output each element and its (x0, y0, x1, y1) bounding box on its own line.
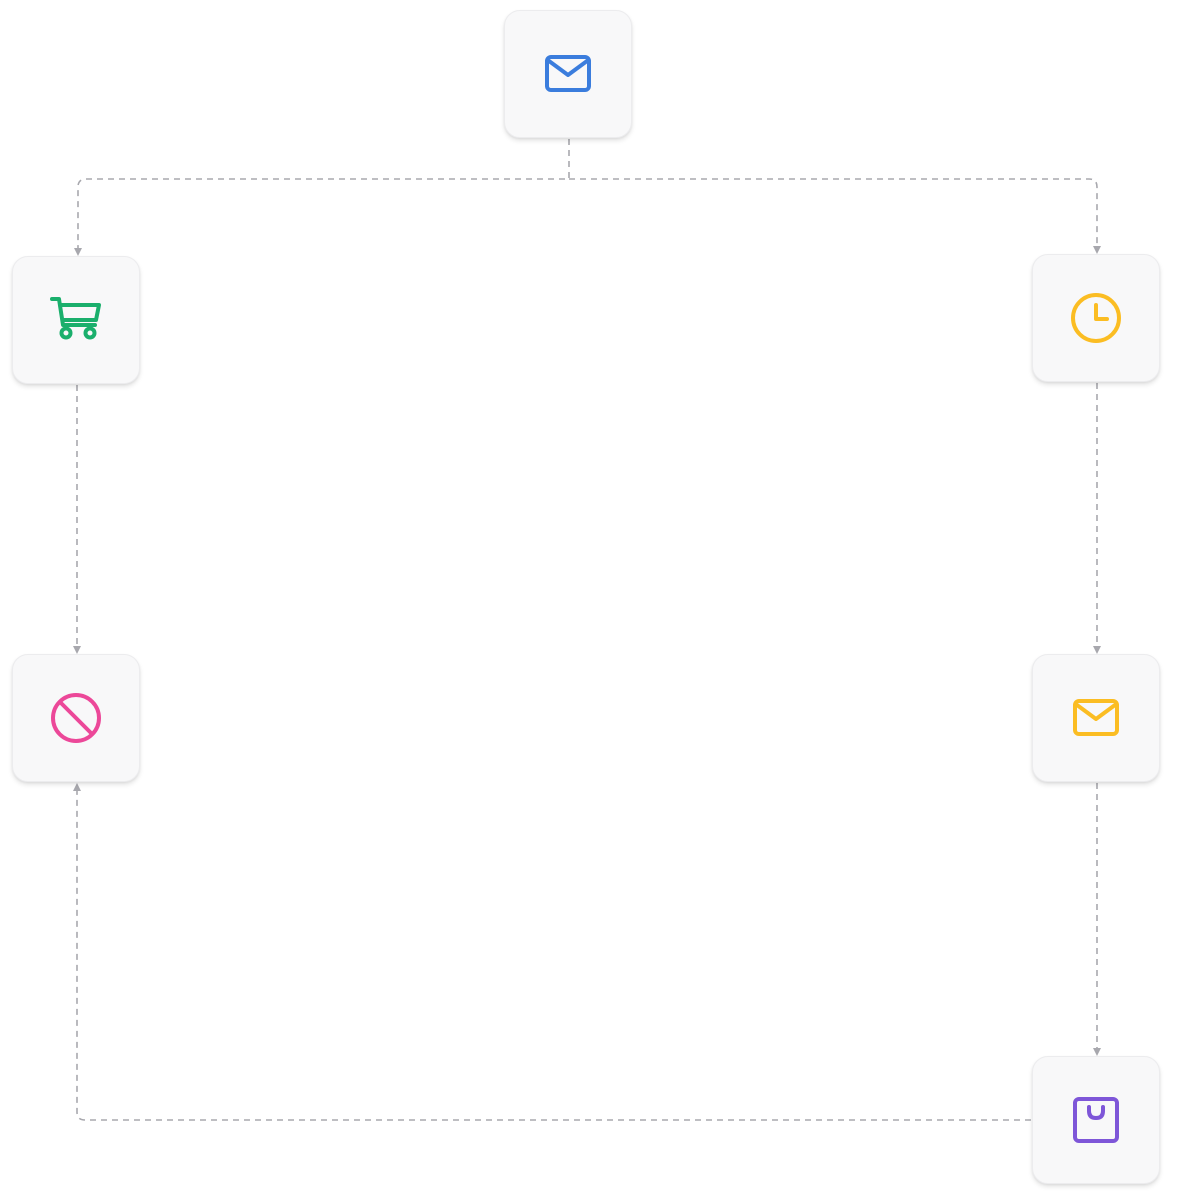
cart-node[interactable] (12, 256, 140, 384)
shopping-cart-icon (46, 290, 106, 350)
blocked-node[interactable] (12, 654, 140, 782)
mail-icon (538, 44, 598, 104)
ban-icon (46, 688, 106, 748)
shopping-bag-icon (1066, 1090, 1126, 1150)
mail-icon (1066, 688, 1126, 748)
clock-node[interactable] (1032, 254, 1160, 382)
email-node-top[interactable] (504, 10, 632, 138)
clock-icon (1066, 288, 1126, 348)
edge-email-to-cart (74, 139, 570, 256)
edge-bag-to-blocked (73, 783, 1031, 1121)
email-node-right[interactable] (1032, 654, 1160, 782)
edge-email-to-clock (569, 178, 1101, 254)
bag-node[interactable] (1032, 1056, 1160, 1184)
